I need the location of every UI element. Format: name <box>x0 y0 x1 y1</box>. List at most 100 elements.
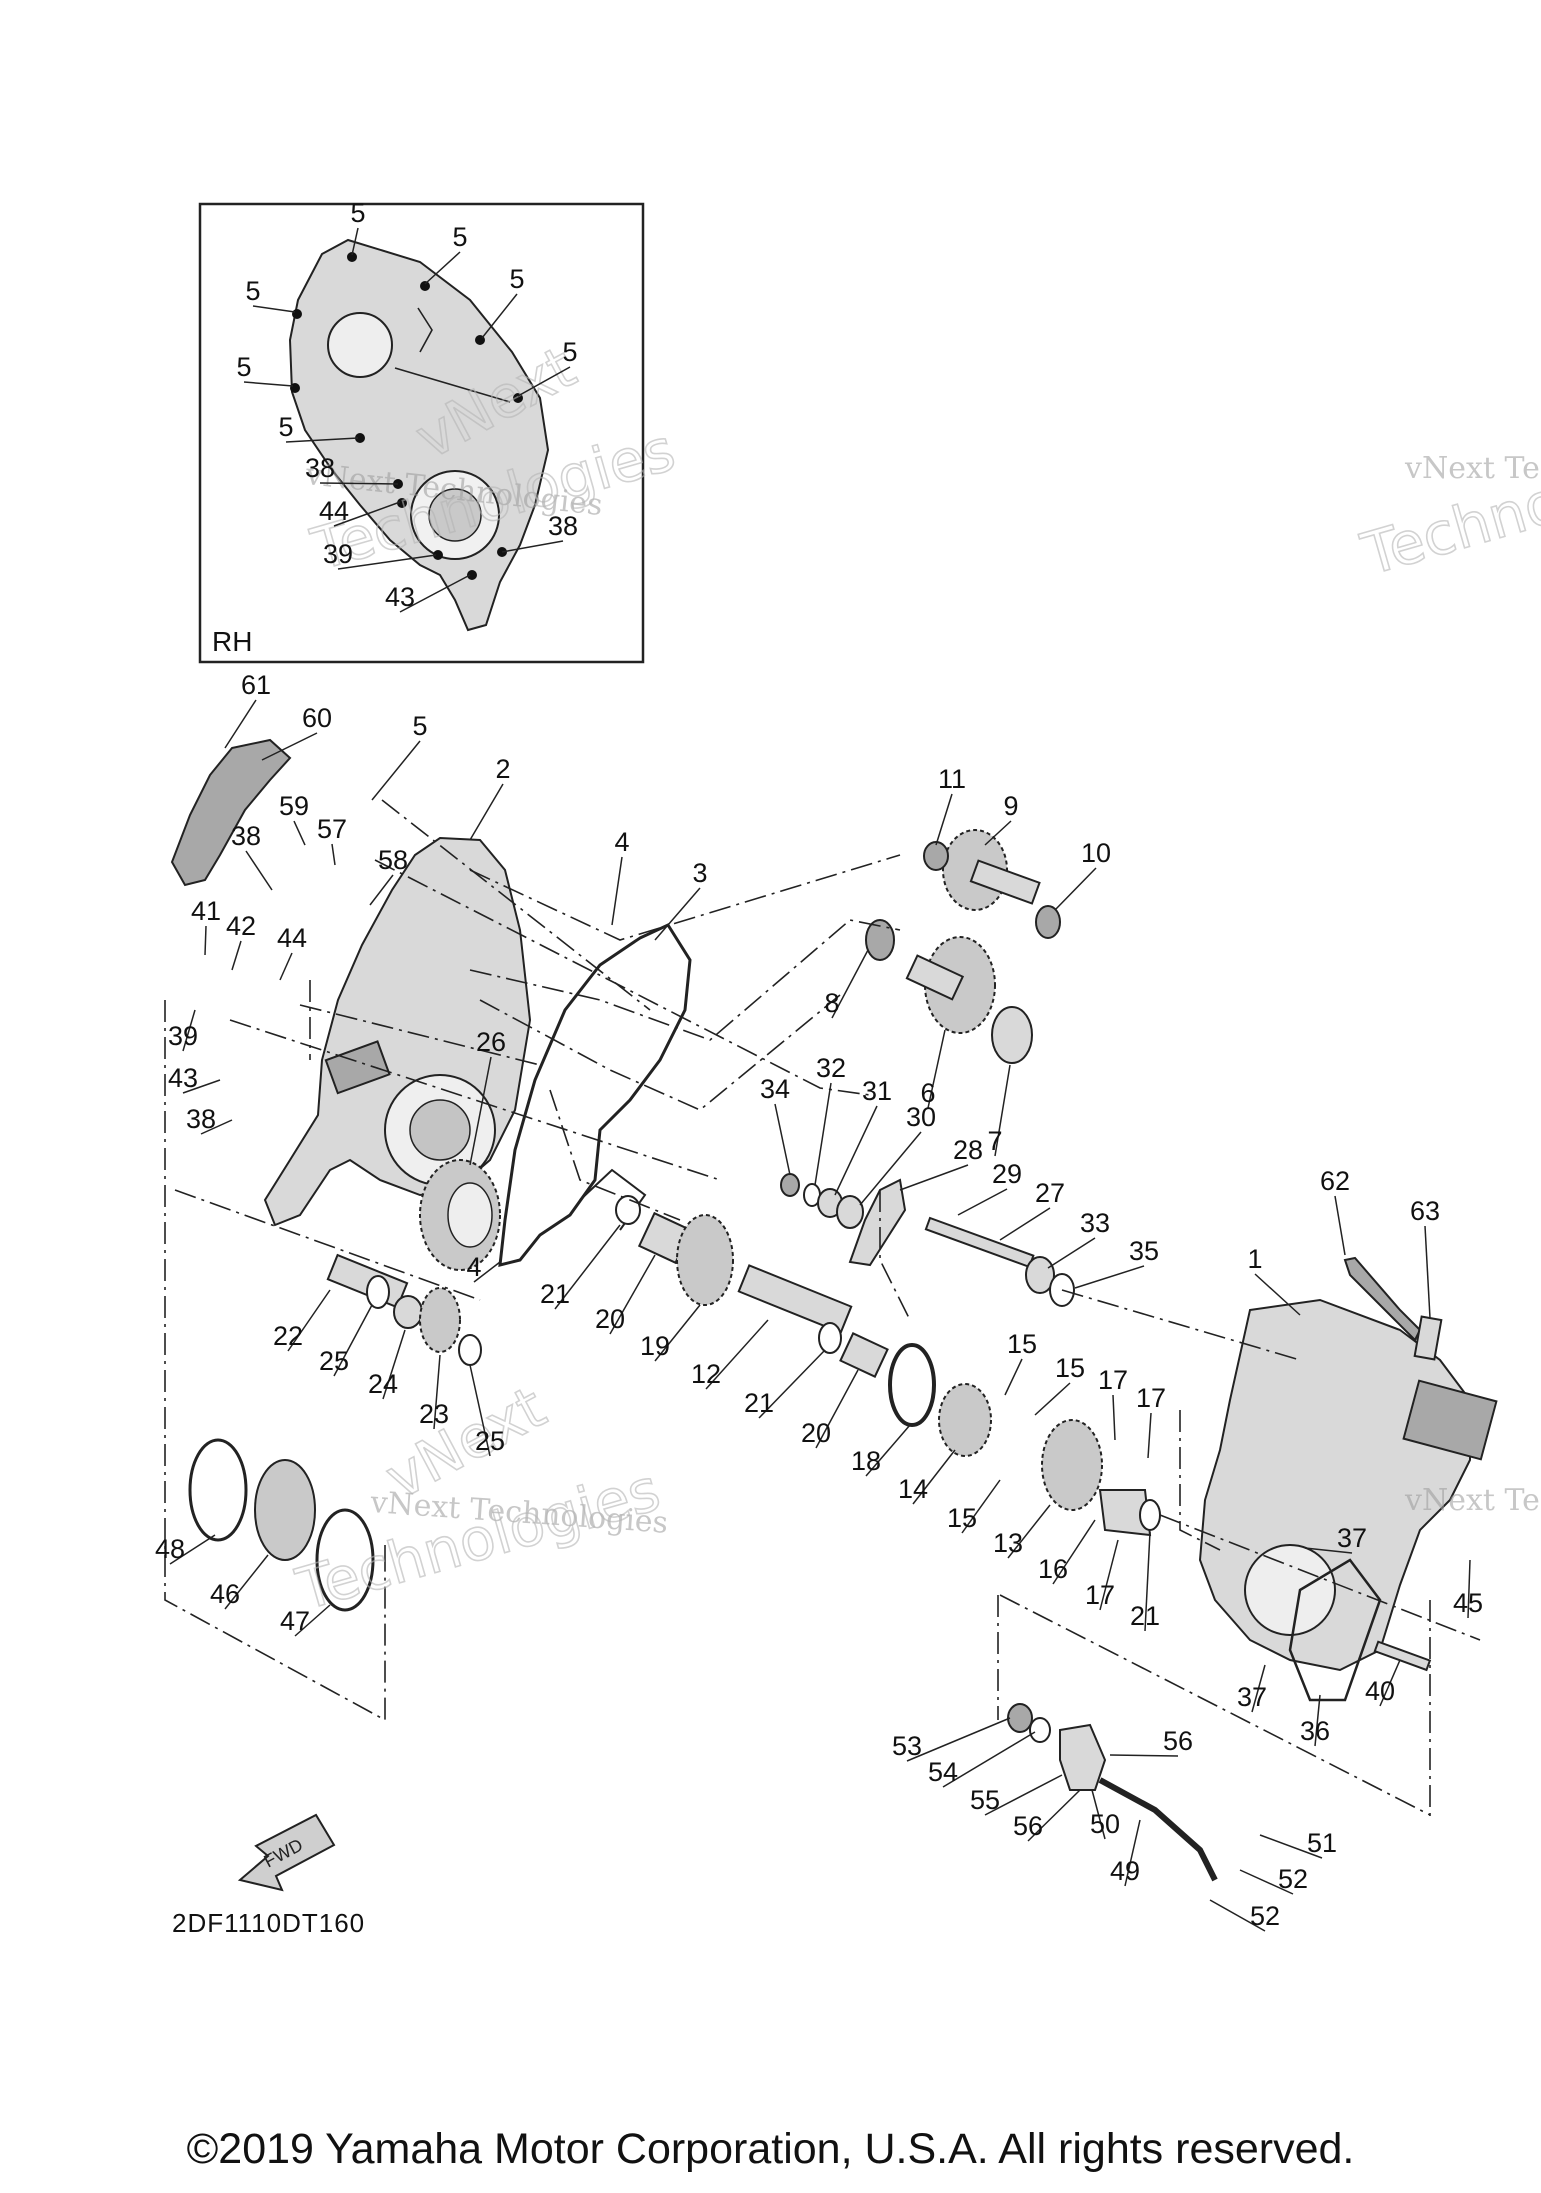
callout-c15c: 15 <box>947 1503 977 1533</box>
callout-c24: 24 <box>368 1369 398 1399</box>
sensor-63-illustration <box>1413 1315 1443 1361</box>
callout-leader-c54 <box>942 1731 1036 1788</box>
callout-c18: 18 <box>851 1446 881 1476</box>
callout-leader-i38a <box>319 482 399 485</box>
callout-c21b: 21 <box>744 1388 774 1418</box>
callout-leader-c42 <box>231 940 242 971</box>
callout-leader-c16 <box>1052 1519 1096 1585</box>
callout-c9: 9 <box>1003 791 1018 821</box>
shift-shaft-27-illustration <box>780 1173 1075 1307</box>
callout-leader-c7 <box>994 1064 1011 1157</box>
callout-leader-i5e <box>243 381 294 387</box>
callout-leader-i44 <box>333 501 401 527</box>
watermark-4: vNext Technologies <box>1404 451 1541 486</box>
callout-leader-c17a <box>1112 1394 1116 1441</box>
callout-leader-c25a <box>333 1304 373 1377</box>
callout-c4b: 4 <box>466 1252 481 1282</box>
callout-c44: 44 <box>277 923 307 953</box>
callout-leader-c55 <box>984 1774 1063 1816</box>
callout-c49: 49 <box>1110 1856 1140 1886</box>
callout-leader-c18 <box>865 1424 911 1477</box>
callout-c36: 36 <box>1300 1716 1330 1746</box>
callout-leader-c25b <box>469 1364 491 1457</box>
callout-i44: 44 <box>319 496 349 526</box>
callout-leader-c59 <box>293 820 306 846</box>
callout-c26: 26 <box>476 1027 506 1057</box>
callout-c4a: 4 <box>614 827 629 857</box>
callout-leader-c17c <box>1099 1539 1119 1611</box>
callout-leader-c15b <box>1034 1382 1071 1416</box>
copyright-notice: ©2019 Yamaha Motor Corporation, U.S.A. A… <box>186 2125 1355 2173</box>
callout-leader-i5g <box>285 437 359 443</box>
callout-leader-c46 <box>224 1554 269 1610</box>
callout-c10: 10 <box>1081 838 1111 868</box>
bolt-40-illustration <box>1373 1640 1432 1672</box>
callout-c62: 62 <box>1320 1166 1350 1196</box>
callout-i5a: 5 <box>350 198 365 228</box>
callout-leader-c21b <box>758 1349 826 1419</box>
callout-c27: 27 <box>1035 1178 1065 1208</box>
callout-c3: 3 <box>692 858 707 888</box>
callout-c39: 39 <box>168 1021 198 1051</box>
shaft-parts-19-25-illustration <box>326 1195 734 1366</box>
callout-c5: 5 <box>412 711 427 741</box>
callout-leader-i5a <box>351 227 359 256</box>
inset-cover-illustration <box>288 238 550 632</box>
callout-leader-c17b <box>1147 1412 1152 1459</box>
gear-6-illustration <box>865 919 1033 1064</box>
watermark-8: Technologies <box>289 1455 667 1623</box>
bearing-11-illustration <box>923 841 949 871</box>
callout-leader-c48 <box>169 1534 216 1565</box>
callout-c30: 30 <box>906 1102 936 1132</box>
callout-leader-c41 <box>204 925 207 956</box>
callout-i5f: 5 <box>562 337 577 367</box>
callout-c52b: 52 <box>1250 1901 1280 1931</box>
callout-c38b: 38 <box>186 1104 216 1134</box>
callout-c48: 48 <box>155 1534 185 1564</box>
callout-leader-c20b <box>815 1369 859 1449</box>
callout-leader-c30 <box>859 1131 922 1206</box>
cover-2-illustration <box>263 836 532 1227</box>
callout-leader-c10 <box>1054 867 1097 911</box>
retainer-46-48-illustration <box>188 1438 375 1612</box>
callout-leader-c12 <box>705 1319 769 1390</box>
callout-c25b: 25 <box>475 1426 505 1456</box>
leader-lines <box>169 227 1471 1932</box>
shaft-parts-12-21-illustration <box>737 1264 1161 1537</box>
callout-leader-c2 <box>469 783 504 841</box>
callout-c33: 33 <box>1080 1208 1110 1238</box>
callout-i5d: 5 <box>509 264 524 294</box>
callout-c32: 32 <box>816 1053 846 1083</box>
callout-c57: 57 <box>317 814 347 844</box>
callout-leader-i5b <box>424 251 461 285</box>
callout-c15a: 15 <box>1007 1329 1037 1359</box>
callout-leader-c38b <box>200 1119 233 1135</box>
callout-leader-c47 <box>294 1604 331 1637</box>
callout-c58: 58 <box>378 845 408 875</box>
callout-leader-c50 <box>1091 1789 1106 1840</box>
callout-leader-c4b <box>473 1261 501 1283</box>
callout-leader-c60 <box>261 732 318 761</box>
callout-leader-c20a <box>609 1254 656 1335</box>
bearing-10-illustration <box>1035 905 1061 939</box>
callout-leader-c19 <box>654 1304 701 1362</box>
callout-leader-c28 <box>899 1164 969 1191</box>
callout-c25a: 25 <box>319 1346 349 1376</box>
callout-c6: 6 <box>920 1078 935 1108</box>
callout-c59: 59 <box>279 791 309 821</box>
callout-leader-c52a <box>1239 1869 1294 1895</box>
callout-leader-c31 <box>834 1105 878 1196</box>
callout-c63: 63 <box>1410 1196 1440 1226</box>
pump-50-illustration <box>1007 1703 1218 1882</box>
callout-i5c: 5 <box>245 276 260 306</box>
callout-c42: 42 <box>226 911 256 941</box>
fwd-arrow-icon <box>237 1813 336 1892</box>
callout-leader-c51 <box>1259 1834 1323 1859</box>
callout-c35: 35 <box>1129 1236 1159 1266</box>
inset-rh-label: RH <box>212 626 252 657</box>
callout-c41: 41 <box>191 896 221 926</box>
callout-leader-i43 <box>399 574 471 613</box>
callout-i5b: 5 <box>452 222 467 252</box>
